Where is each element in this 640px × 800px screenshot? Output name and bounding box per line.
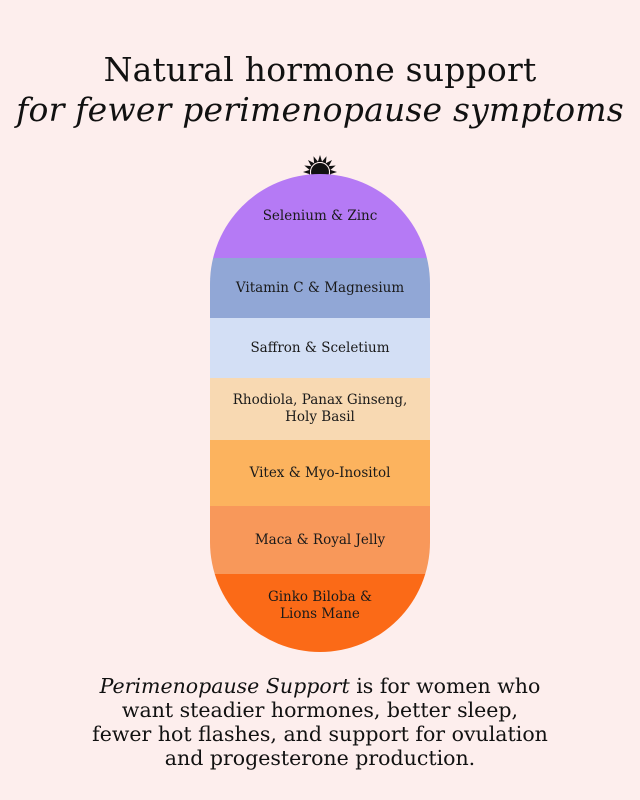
description-line-1: is for women who — [349, 674, 541, 698]
page-title: Natural hormone support — [103, 50, 537, 89]
band-label: Selenium & Zinc — [262, 207, 378, 224]
product-name: Perimenopause Support — [99, 674, 350, 698]
band-label: Vitamin C & Magnesium — [235, 279, 405, 296]
band-vitex-myo-inositol: Vitex & Myo-Inositol — [210, 440, 430, 506]
band-label: Rhodiola, Panax Ginseng, Holy Basil — [232, 392, 408, 425]
band-vitamin-c-magnesium: Vitamin C & Magnesium — [210, 258, 430, 318]
page-subtitle: for fewer perimenopause symptoms — [16, 90, 624, 129]
band-label: Vitex & Myo-Inositol — [249, 464, 391, 481]
band-maca-royal-jelly: Maca & Royal Jelly — [210, 506, 430, 574]
band-label: Ginko Biloba & Lions Mane — [267, 589, 373, 622]
capsule-diagram: Selenium & Zinc Vitamin C & Magnesium Sa… — [210, 174, 430, 652]
band-label: Maca & Royal Jelly — [254, 531, 386, 548]
band-label: Saffron & Sceletium — [250, 339, 390, 356]
description-line-2: want steadier hormones, better sleep, — [121, 698, 519, 722]
band-selenium-zinc: Selenium & Zinc — [210, 174, 430, 258]
description-line-3: fewer hot flashes, and support for ovula… — [92, 722, 548, 746]
product-description: Perimenopause Support is for women who w… — [0, 674, 640, 770]
band-saffron-sceletium: Saffron & Sceletium — [210, 318, 430, 378]
description-line-4: and progesterone production. — [164, 746, 476, 770]
band-ginko-lions-mane: Ginko Biloba & Lions Mane — [210, 574, 430, 652]
band-rhodiola-ginseng-basil: Rhodiola, Panax Ginseng, Holy Basil — [210, 378, 430, 440]
